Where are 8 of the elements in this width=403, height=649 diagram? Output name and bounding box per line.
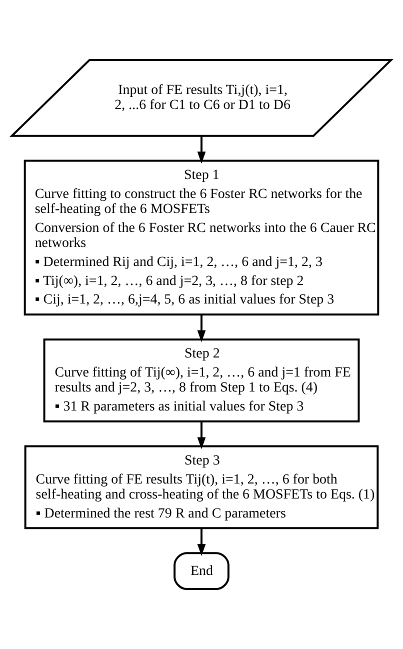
arrow bbox=[197, 314, 206, 342]
node-box: Step 1 Curve fitting to construct the 6 Foster RC networks for the self-heating of the 6 MOSFETs Conversion of the 6 Foster RC networks into the 6 Cauer RC networks ▪ Determined Rij and Cij, i=1, 2, …, 6 and j=1, 2, 3 ▪ Tij(∞), i=1, 2, …, 6 and j=2, 3, …, 8 for step 2 ▪ Cij, i=1, 2, …, 6,j=4, 5, 6 as initial values for Step 3 bbox=[24, 160, 380, 316]
node-box: End bbox=[174, 552, 230, 590]
arrow bbox=[197, 528, 206, 556]
node-box: Step 3 Curve fitting of FE results Tij(t), i=1, 2, …, 6 for both self-heating and cross-heating of the 6 MOSFETs to Eqs. (1) ▪ Determined the rest 79 R and C parameters bbox=[24, 445, 379, 530]
arrow bbox=[197, 422, 206, 450]
node-box: Step 2 Curve fitting of Tij(∞), i=1, 2, …, 6 and j=1 from FE results and j=2, 3, …, 8 from Step 1 to Eqs. (4) ▪ 31 R parameters as initial values for Step 3 bbox=[43, 338, 360, 422]
arrow bbox=[197, 136, 206, 164]
